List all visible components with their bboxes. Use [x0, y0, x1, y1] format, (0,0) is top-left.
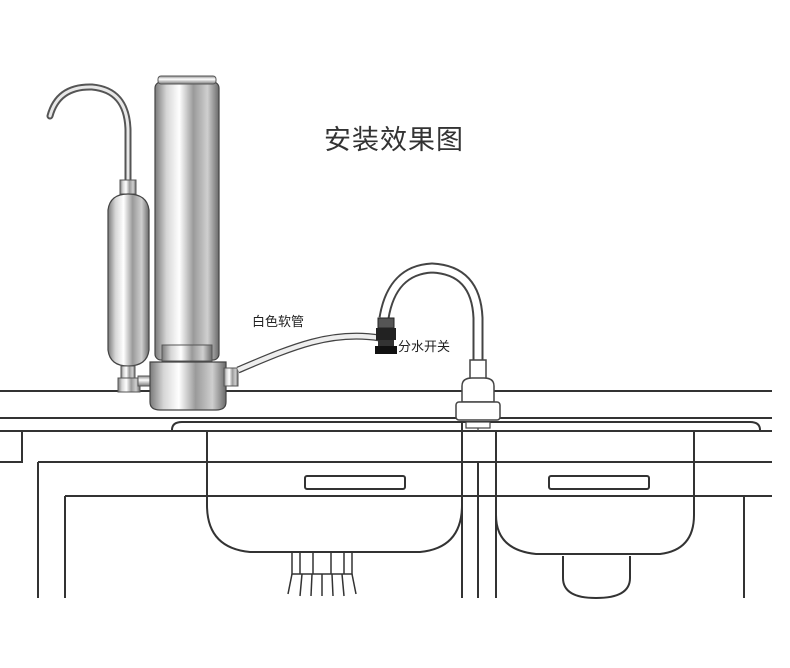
- diverter-valve-label: 分水开关: [398, 340, 451, 355]
- kitchen-faucet: [378, 262, 501, 431]
- hose-label: 白色软管: [252, 315, 305, 330]
- white-hose: [236, 332, 381, 374]
- main-filter-column: [149, 75, 239, 411]
- drain-basket: [287, 551, 357, 597]
- diverter-valve: [375, 317, 397, 354]
- right-drain: [562, 556, 631, 600]
- small-filter-cartridge: [107, 193, 155, 393]
- diagram-title: 安装效果图: [324, 125, 464, 156]
- double-sink: [171, 421, 761, 598]
- purifier-faucet: [46, 83, 137, 195]
